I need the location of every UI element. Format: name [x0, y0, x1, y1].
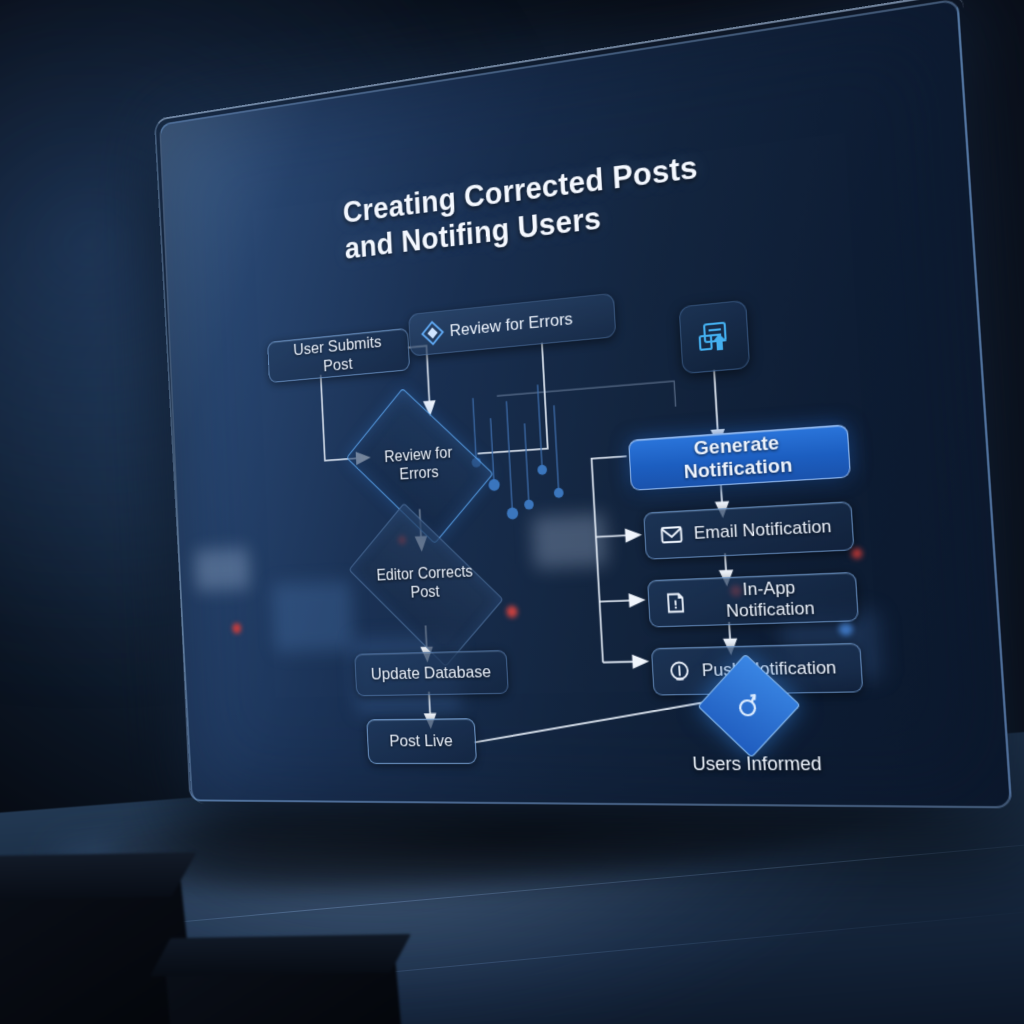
display-screen[interactable]: Creating Corrected Posts and Notifing Us…: [159, 0, 1013, 809]
node-label: Post Live: [389, 731, 454, 751]
node-label: Editor Corrects Post: [376, 564, 474, 605]
node-label: Review for Errors: [384, 445, 454, 486]
node-editor-corrects-post[interactable]: Editor Corrects Post: [348, 502, 504, 668]
node-review-for-errors[interactable]: Review for Errors: [346, 387, 494, 545]
node-users-informed[interactable]: [697, 653, 801, 759]
envelope-icon: [659, 522, 685, 548]
node-label-line-2: Errors: [399, 464, 440, 484]
document-upload-icon: [692, 315, 735, 360]
node-label: Update Database: [370, 662, 492, 684]
node-post-live[interactable]: Post Live: [366, 718, 478, 764]
flowchart: Creating Corrected Posts and Notifing Us…: [161, 1, 1010, 806]
node-label-line-1: Review for: [383, 444, 453, 467]
document-upload-tile[interactable]: [678, 299, 751, 375]
node-label: Review for Errors: [449, 309, 574, 341]
node-users-informed-caption: Users Informed: [691, 753, 823, 775]
node-label-line-2: Post: [410, 583, 441, 602]
node-label: In-App Notification: [725, 577, 816, 622]
decorative-dot-lines: [161, 1, 564, 520]
foreground-block-center: [149, 933, 412, 1024]
node-update-database[interactable]: Update Database: [354, 649, 509, 697]
node-label: Email Notification: [693, 516, 833, 544]
node-label: Generate Notification: [683, 432, 793, 484]
diamond-icon: [418, 317, 447, 349]
node-email-notification[interactable]: Email Notification: [643, 501, 855, 560]
app-device-icon: [663, 590, 689, 616]
node-label: User Submits Post: [292, 332, 382, 376]
node-label-line-1: Editor Corrects: [376, 563, 474, 585]
node-in-app-notification[interactable]: In-App Notification: [647, 571, 859, 628]
refresh-cycle-icon: [732, 690, 765, 722]
bell-icon: [667, 659, 693, 684]
